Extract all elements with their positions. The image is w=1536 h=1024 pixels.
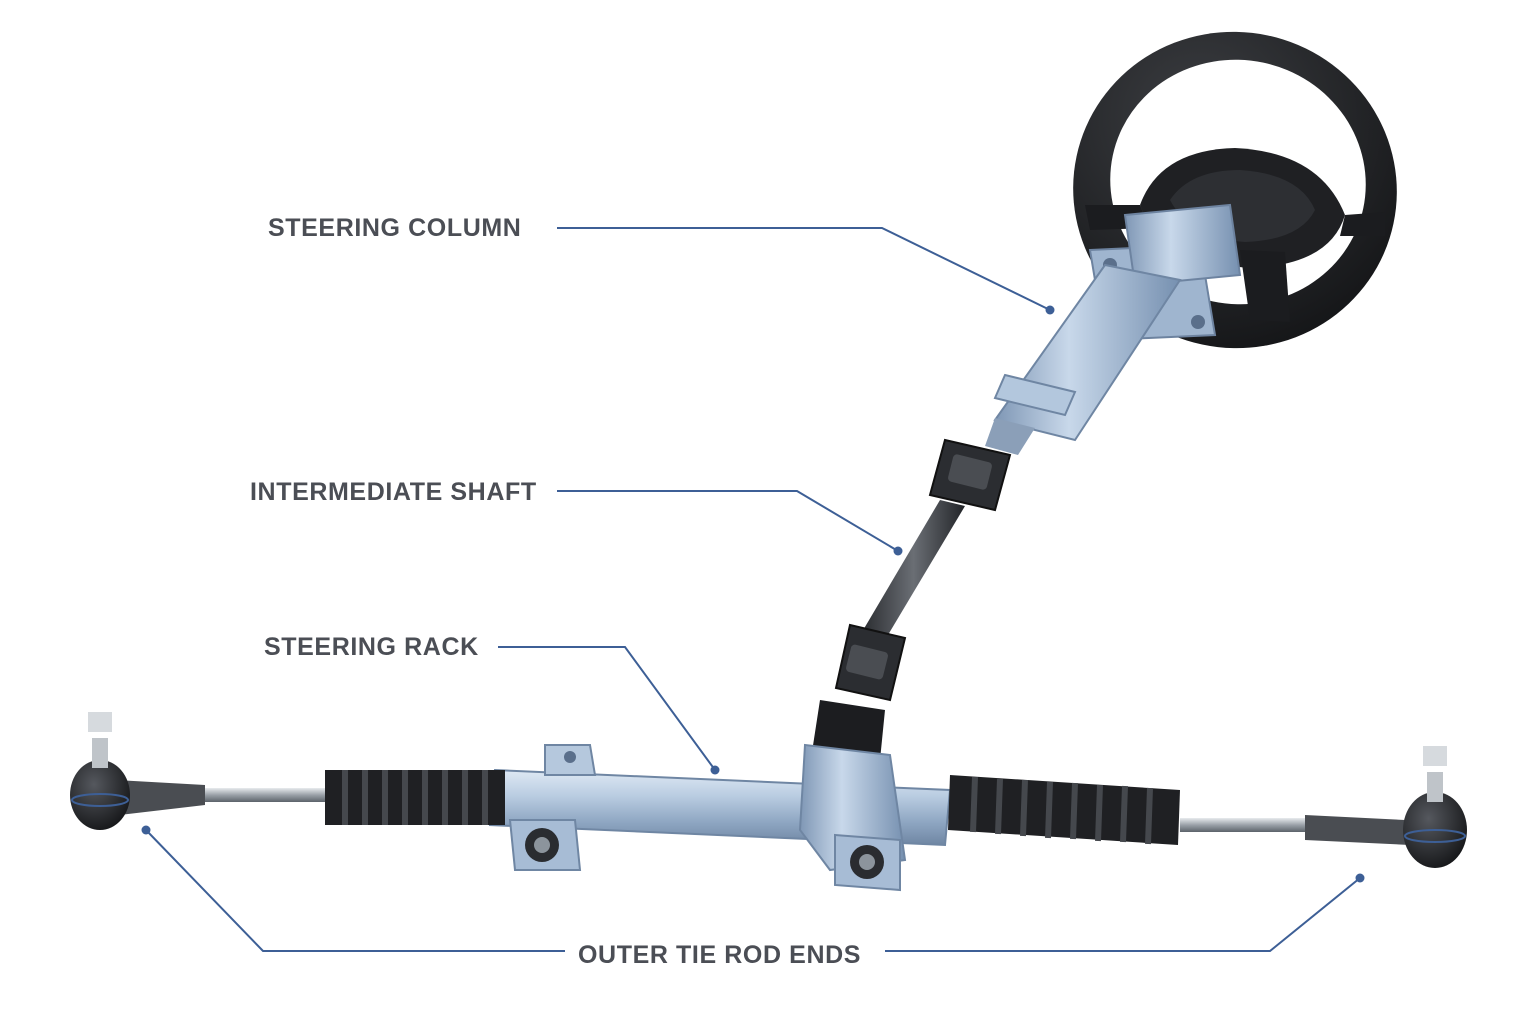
leader-dots [141,305,1365,883]
label-intermediate-shaft: INTERMEDIATE SHAFT [250,478,537,506]
label-outer-tie-rod-ends: OUTER TIE ROD ENDS [578,941,862,969]
left-tie-rod [115,780,325,815]
leader-tie-rod-right [885,877,1361,952]
intermediate-shaft [812,438,1012,760]
label-steering-rack: STEERING RACK [264,633,479,661]
leader-steering-column [557,227,1051,311]
right-outer-tie-rod-end [1403,746,1467,868]
dot-steering-column [1045,305,1055,315]
left-boot [325,770,505,825]
steering-column [985,203,1242,455]
label-steering-column: STEERING COLUMN [268,214,522,242]
dot-tie-rod-left [141,825,151,835]
left-outer-tie-rod-end [70,712,130,830]
steering-rack [325,743,1180,892]
leader-steering-rack [498,646,716,771]
dot-tie-rod-right [1355,873,1365,883]
leader-lines [145,227,1361,952]
right-boot [948,775,1180,845]
right-tie-rod [1180,815,1410,845]
dot-intermediate-shaft [893,546,903,556]
leader-tie-rod-left [145,829,565,952]
dot-steering-rack [710,765,720,775]
leader-intermediate-shaft [557,490,899,552]
